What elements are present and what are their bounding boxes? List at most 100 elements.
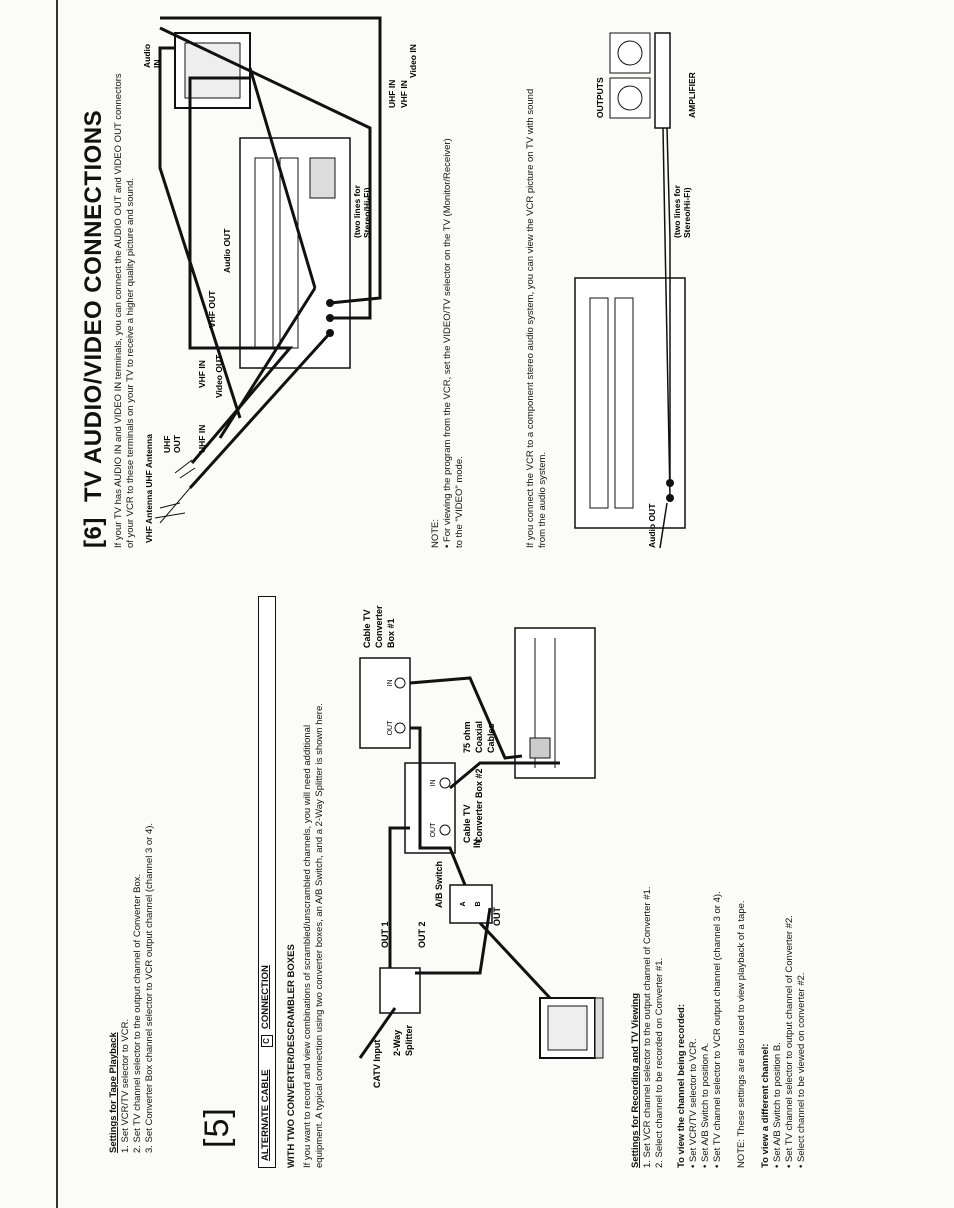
vhf-out-label: VHF OUT (207, 290, 217, 328)
view-recorded-item-1: • Set VCR/TV selector to VCR. (688, 1038, 699, 1168)
box1-in-label: IN (387, 680, 394, 687)
section5-intro-line-2: equipment. A typical connection using tw… (314, 703, 325, 1168)
section6-note-heading: NOTE: (430, 518, 441, 548)
coax-label-3: Cables (486, 723, 496, 753)
vhf-in-tv-label: VHF IN (399, 80, 409, 108)
av-connection-diagram: VHF Antenna UHF Antenna UHF OUT UHF IN V… (142, 16, 418, 543)
converter-box-1 (359, 657, 411, 749)
catv-input-label: CATV Input (372, 1040, 382, 1088)
video-in-label: Video IN (408, 44, 418, 78)
section6-stereo-text-block: If you connect the VCR to a component st… (525, 89, 549, 548)
vcr-6 (239, 137, 351, 369)
section5-intro-block: WITH TWO CONVERTER/DESCRAMBLER BOXES If … (286, 703, 326, 1168)
uhf-out-label-1: UHF (162, 436, 172, 453)
section6-intro-line-1: If your TV has AUDIO IN and VIDEO IN ter… (113, 73, 124, 548)
stereo-audio-out-label: Audio OUT (647, 503, 657, 548)
two-lines-label-1: (two lines for (352, 184, 362, 238)
outputs-label: OUTPUTS (595, 77, 605, 118)
uhf-out-label-2: OUT (172, 434, 182, 453)
tape-playback-step-3: 3. Set Converter Box channel selector to… (144, 822, 155, 1153)
section6-intro-block: If your TV has AUDIO IN and VIDEO IN ter… (113, 73, 137, 548)
view-different-item-1: • Set A/B Switch to position B. (772, 1042, 783, 1168)
box1-out-label: OUT (387, 720, 394, 736)
tape-playback-block: Settings for Tape Playback 1. Set VCR/TV… (108, 823, 156, 1153)
section5-subheading: WITH TWO CONVERTER/DESCRAMBLER BOXES (286, 944, 297, 1168)
section6-intro-line-2: of your VCR to these terminals on your T… (125, 178, 136, 548)
cable-c-icon: C (261, 1035, 273, 1047)
view-recorded-item-3: • Set TV channel selector to VCR output … (712, 891, 723, 1168)
section5-title-suffix: CONNECTION (260, 965, 271, 1029)
stereo-text-line-2: from the audio system. (537, 451, 548, 548)
coax-cables (358, 676, 560, 1059)
splitter-label-1: 2-Way (392, 1030, 402, 1056)
audio-in-label-2: IN (152, 60, 162, 69)
box2-label-2: Converter Box #2 (474, 768, 484, 843)
box2-in-label: IN (430, 780, 437, 787)
stereo-cables (659, 127, 671, 548)
section5-title-bar: ALTERNATE CABLE C CONNECTION (258, 596, 276, 1168)
uhf-in-label: UHF IN (197, 425, 207, 453)
uhf-in-tv-label: UHF IN (387, 80, 397, 108)
recording-heading: Settings for Recording and TV Viewing (630, 992, 641, 1168)
amplifier-label: AMPLIFIER (687, 72, 697, 118)
section5-intro-line-1: If you want to record and view combinati… (302, 724, 313, 1168)
section6-title: TV AUDIO/VIDEO CONNECTIONS (80, 109, 107, 502)
tv-set-6 (174, 32, 251, 109)
box1-label-3: Box #1 (386, 618, 396, 648)
ab-switch-label: A/B Switch (434, 861, 444, 908)
box1-label-1: Cable TV (362, 609, 372, 648)
two-lines-label-2: Stereo/Hi-Fi) (362, 187, 372, 238)
av-cables (158, 16, 382, 490)
antenna-icon (154, 459, 196, 524)
box1-label-2: Converter (374, 605, 384, 648)
page-edge-line (56, 0, 58, 1208)
audio-out-label: Audio OUT (222, 228, 232, 273)
section6-title-row: [6] TV AUDIO/VIDEO CONNECTIONS (80, 110, 108, 548)
view-different-item-2: • Set TV channel selector to output chan… (784, 915, 795, 1168)
ab-out-label: OUT (492, 907, 502, 927)
splitter-label-2: Splitter (404, 1024, 414, 1056)
section6-note-line-2: to the "VIDEO" mode. (454, 456, 465, 548)
tape-playback-step-2: 2. Set TV channel selector to the output… (132, 873, 143, 1153)
tape-playback-step-1: 1. Set VCR/TV selector to VCR. (120, 1018, 131, 1153)
vhf-in-label: VHF IN (197, 360, 207, 388)
stereo-two-lines-label-2: Stereo/Hi-Fi) (682, 187, 692, 238)
section5-note: NOTE: These settings are also used to vi… (736, 900, 747, 1168)
view-recorded-item-2: • Set A/B Switch to position A. (700, 1042, 711, 1168)
alternate-cable-diagram: A B (358, 605, 604, 1088)
converter-box-2 (404, 762, 456, 854)
recording-step-1: 1. Set VCR channel selector to the outpu… (642, 886, 653, 1168)
section6-note-line-1: • For viewing the program from the VCR, … (442, 138, 453, 548)
section5-settings-block: Settings for Recording and TV Viewing 1.… (630, 887, 808, 1168)
tv-set-5 (539, 997, 604, 1059)
recording-step-2: 2. Select channel to be recorded on Conv… (654, 957, 665, 1168)
coax-label-2: Coaxial (474, 721, 484, 753)
antenna-label: VHF Antenna UHF Antenna (144, 434, 154, 543)
box2-out-label: OUT (430, 822, 437, 838)
vcr-stereo (574, 277, 686, 529)
stereo-two-lines-label-1: (two lines for (672, 184, 682, 238)
stereo-text-line-1: If you connect the VCR to a component st… (525, 88, 536, 548)
section5-title: ALTERNATE CABLE (260, 1069, 271, 1161)
stereo-connection-diagram: Audio OUT (two lines for Stereo/Hi-Fi) O… (574, 32, 697, 548)
amplifier (609, 32, 671, 129)
coax-label-1: 75 ohm (462, 721, 472, 753)
view-recorded-heading: To view the channel being recorded: (676, 1004, 687, 1168)
section6-note-block: NOTE: • For viewing the program from the… (430, 138, 466, 548)
view-different-heading: To view a different channel: (760, 1043, 771, 1168)
ab-switch-a: A (460, 901, 467, 906)
out2-label: OUT 2 (417, 921, 427, 948)
audio-in-label-1: Audio (142, 44, 152, 68)
ab-switch: A B (449, 884, 493, 924)
video-out-label: Video OUT (214, 354, 224, 398)
tape-playback-heading: Settings for Tape Playback (108, 1032, 119, 1153)
out1-label: OUT 1 (380, 921, 390, 948)
ab-in-label: IN (472, 839, 482, 848)
two-way-splitter (379, 967, 421, 1014)
section5-number: [5] (198, 1107, 236, 1148)
vcr-5 (514, 627, 596, 779)
view-different-item-3: • Select channel to be viewed on convert… (796, 972, 807, 1168)
section6-number: [6] (80, 517, 107, 548)
box2-label-1: Cable TV (462, 804, 472, 843)
